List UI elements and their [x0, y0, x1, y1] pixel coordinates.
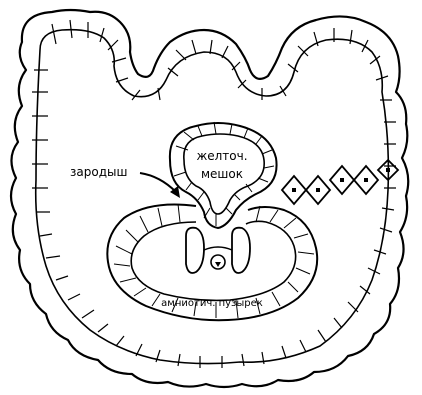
outer-scalloped-membrane: [11, 10, 408, 387]
label-embryo: зародыш: [70, 165, 127, 179]
amniotic-vesicle-inner: [131, 221, 295, 300]
label-amniotic-vesicle: амниотич. пузырек: [161, 298, 263, 309]
embryo-disc: [186, 228, 204, 273]
embryo-center-dot: [215, 262, 221, 267]
embryo-disc-right: [232, 228, 250, 273]
embryo-pointer-arrow: [140, 173, 176, 192]
label-yolk-sac-line2: мешок: [201, 167, 243, 181]
embryo-bridge: [204, 247, 232, 250]
label-yolk-sac-line1: желточ.: [196, 149, 247, 163]
